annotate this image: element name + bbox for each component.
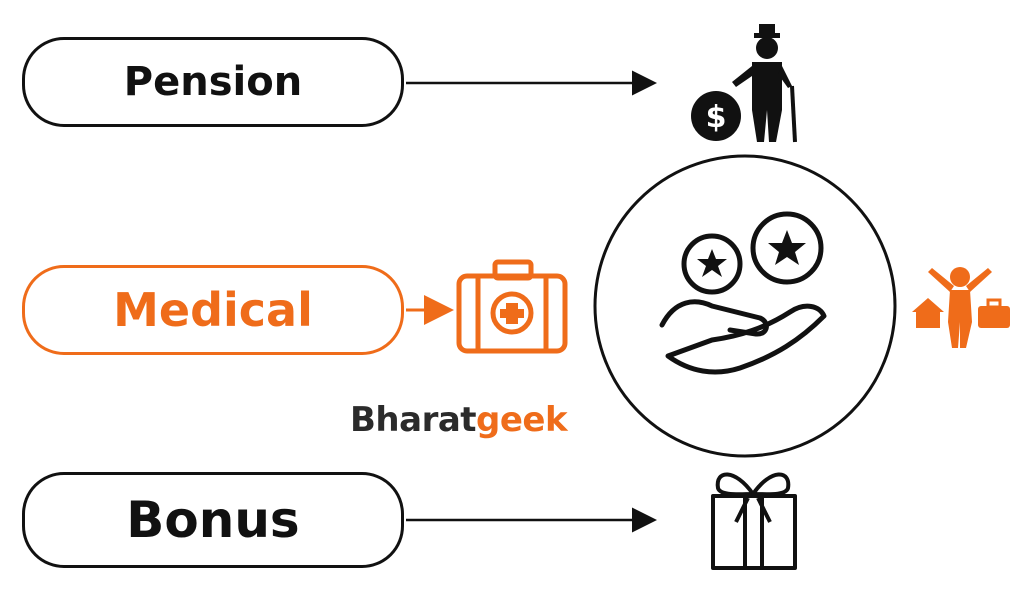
pension-label-box: Pension bbox=[22, 37, 404, 127]
bonus-label-box: Bonus bbox=[22, 472, 404, 568]
bonus-label: Bonus bbox=[126, 491, 300, 549]
gift-box-icon bbox=[711, 472, 797, 570]
center-circle bbox=[593, 154, 897, 458]
elderly-man-dollar-icon: $ bbox=[691, 24, 797, 143]
brand-logo: Bharatgeek bbox=[350, 400, 568, 440]
medical-kit-icon bbox=[456, 259, 568, 354]
brand-logo-part1: Bharat bbox=[350, 400, 477, 440]
medical-label: Medical bbox=[113, 283, 313, 337]
hand-coins-icon bbox=[659, 211, 827, 375]
svg-text:$: $ bbox=[706, 100, 727, 135]
pension-label: Pension bbox=[123, 59, 303, 105]
brand-logo-part2: geek bbox=[476, 400, 568, 440]
person-house-briefcase-icon bbox=[912, 267, 1010, 348]
medical-label-box: Medical bbox=[22, 265, 404, 355]
